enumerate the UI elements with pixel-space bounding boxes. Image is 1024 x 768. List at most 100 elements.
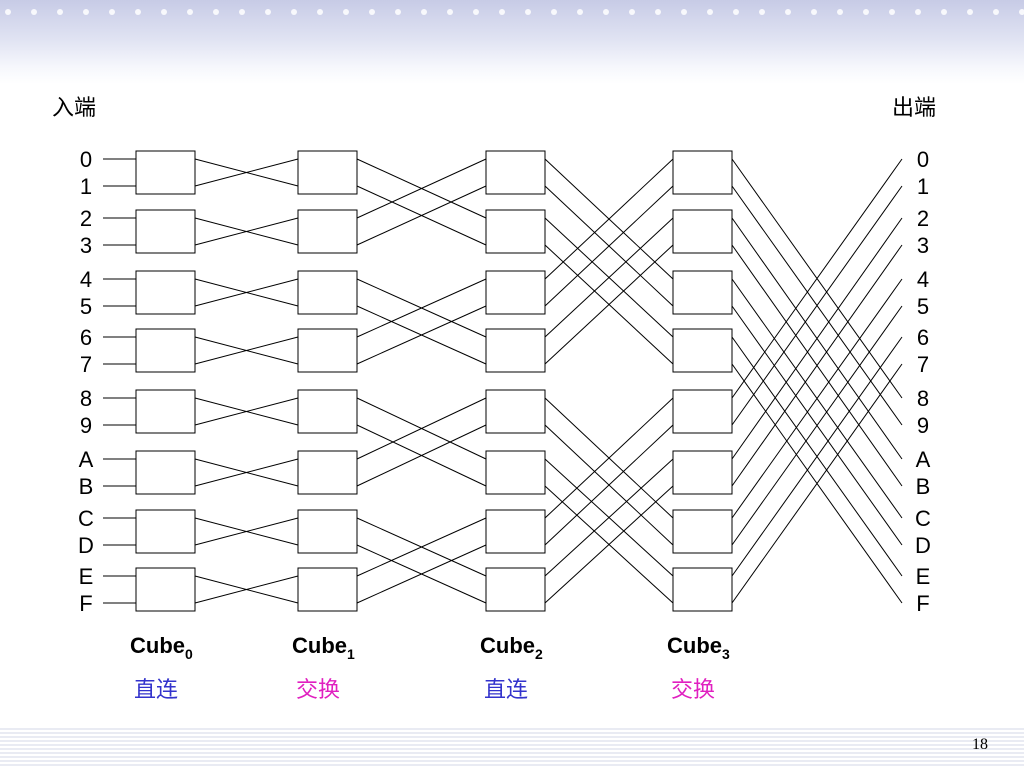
switch-box: [297, 209, 358, 254]
header-dot: [681, 9, 687, 15]
output-port-label: 1: [917, 174, 929, 199]
interconnect-wires: [103, 158, 903, 604]
output-port-label: 3: [917, 233, 929, 258]
switch-box: [485, 567, 546, 612]
switch-box: [135, 509, 196, 554]
stage-name-label: Cube2: [480, 633, 543, 662]
switch-box: [672, 567, 733, 612]
stage-link: [194, 158, 299, 187]
header-dot: [785, 9, 791, 15]
switch-box: [297, 509, 358, 554]
output-port-label: E: [916, 564, 931, 589]
input-port-label: B: [79, 474, 94, 499]
header-dot: [707, 9, 713, 15]
stage-name-label: Cube1: [292, 633, 355, 662]
footer-band: [0, 728, 1024, 768]
switch-boxes: [135, 150, 733, 612]
header-dot: [5, 9, 11, 15]
header-dot: [525, 9, 531, 15]
stage-link: [194, 575, 299, 604]
switch-box: [672, 389, 733, 434]
stage-link: [731, 185, 903, 426]
stage-name-label: Cube3: [667, 633, 730, 662]
stage-link: [194, 458, 299, 487]
input-port-label: 9: [80, 413, 92, 438]
stage-link: [731, 244, 903, 487]
output-port-label: B: [916, 474, 931, 499]
stage-link: [731, 305, 903, 546]
stage-link: [356, 544, 487, 604]
input-port-label: 1: [80, 174, 92, 199]
switch-box: [297, 389, 358, 434]
switch-box: [135, 150, 196, 195]
stage-name-label: Cube0: [130, 633, 193, 662]
stage-link: [731, 363, 903, 604]
input-port-label: 0: [80, 147, 92, 172]
stage-link: [194, 278, 299, 307]
input-port-label: F: [79, 591, 92, 616]
switch-box: [672, 509, 733, 554]
stage-link: [544, 397, 674, 519]
switch-box: [485, 389, 546, 434]
input-port-label: 4: [80, 267, 92, 292]
switch-box: [485, 509, 546, 554]
header-dot-pattern: [5, 9, 1024, 15]
header-dot: [941, 9, 947, 15]
header-dot: [369, 9, 375, 15]
header-dot: [57, 9, 63, 15]
stage-link: [731, 336, 903, 577]
header-dot: [83, 9, 89, 15]
stage-link: [731, 278, 903, 519]
header-dot: [837, 9, 843, 15]
header-dot: [915, 9, 921, 15]
stage-link: [194, 217, 299, 246]
switch-box: [135, 270, 196, 315]
stage-link: [356, 305, 487, 365]
stage-link: [544, 185, 674, 307]
header-dot: [447, 9, 453, 15]
stage-link: [356, 278, 487, 338]
input-side-label: 入端: [52, 96, 96, 121]
stage-link: [356, 397, 487, 460]
header-dot: [551, 9, 557, 15]
header-dot: [655, 9, 661, 15]
header-dot: [603, 9, 609, 15]
switch-box: [485, 270, 546, 315]
switch-box: [672, 209, 733, 254]
header-dot: [577, 9, 583, 15]
header-dot: [109, 9, 115, 15]
switch-box: [672, 150, 733, 195]
output-port-label: 4: [917, 267, 929, 292]
switch-box: [672, 328, 733, 373]
header-dot: [161, 9, 167, 15]
stage-link: [194, 517, 299, 546]
switch-box: [297, 450, 358, 495]
switch-box: [297, 270, 358, 315]
switch-box: [485, 150, 546, 195]
header-dot: [291, 9, 297, 15]
switch-box: [135, 389, 196, 434]
stage-link: [544, 158, 674, 280]
header-dot: [993, 9, 999, 15]
header-dot: [239, 9, 245, 15]
output-port-label: D: [915, 533, 931, 558]
stage-link: [544, 424, 674, 546]
header-dot: [889, 9, 895, 15]
input-port-label: 5: [80, 294, 92, 319]
input-port-label: 2: [80, 206, 92, 231]
stage-mode-label: 交换: [296, 678, 340, 703]
switch-box: [485, 209, 546, 254]
input-port-label: 6: [80, 325, 92, 350]
stage-link: [731, 158, 903, 399]
switch-box: [672, 450, 733, 495]
output-side-label: 出端: [892, 96, 936, 121]
header-dot: [317, 9, 323, 15]
header-dot: [629, 9, 635, 15]
switch-box: [135, 450, 196, 495]
output-port-label: 7: [917, 352, 929, 377]
input-port-label: 8: [80, 386, 92, 411]
stage-link: [544, 458, 674, 577]
header-dot: [265, 9, 271, 15]
stage-link: [544, 217, 674, 338]
header-dot: [213, 9, 219, 15]
